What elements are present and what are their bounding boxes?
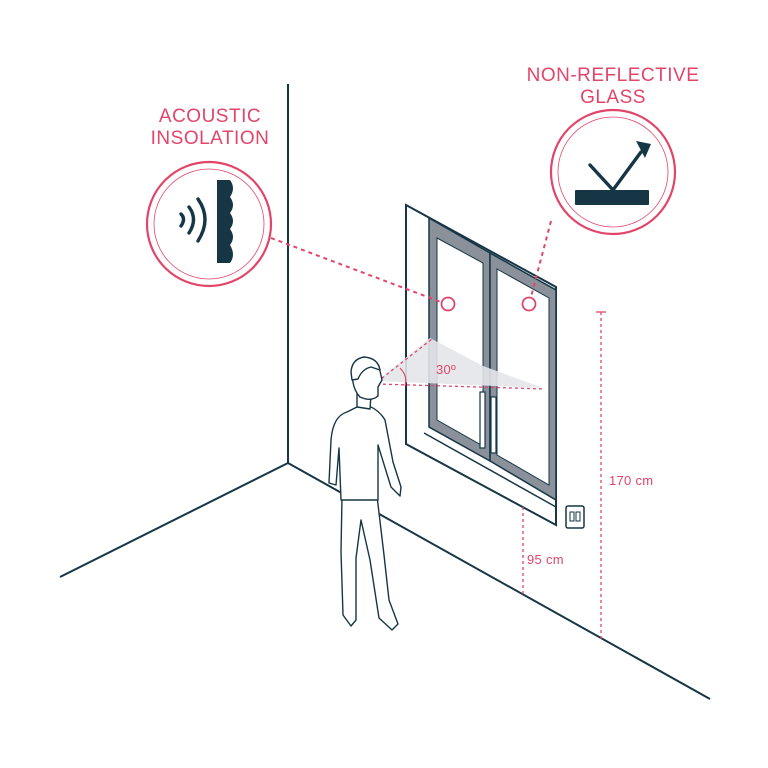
- acoustic-title-line1: ACOUSTIC: [158, 106, 262, 127]
- dimension-170: [596, 311, 606, 640]
- glass-title-line2: GLASS: [580, 87, 646, 108]
- right-door-handle: [490, 396, 497, 454]
- angle-label: 30º: [436, 362, 457, 377]
- person-hair: [350, 356, 381, 381]
- glass-title-line1: NON-REFLECTIVE: [526, 65, 700, 86]
- height-170-label: 170 cm: [609, 473, 654, 488]
- left-door-glass: [436, 237, 484, 447]
- wall-switch: [565, 505, 585, 529]
- height-95-label: 95 cm: [527, 552, 564, 567]
- acoustic-title: ACOUSTIC INSOLATION: [130, 106, 290, 150]
- acoustic-badge-outer: [145, 160, 273, 288]
- glass-badge-outer: [549, 108, 677, 236]
- person-torso: [328, 403, 402, 501]
- acoustic-title-line2: INSOLATION: [150, 128, 270, 149]
- person-figure: [328, 356, 402, 631]
- window-sill-line: [423, 432, 557, 508]
- sound-wave-panel-icon: [179, 180, 233, 263]
- acoustic-leader-line: [270, 237, 442, 303]
- angle-arc: [399, 367, 407, 387]
- right-door-glass: [496, 268, 550, 486]
- glass-badge-inner: [557, 116, 669, 228]
- view-angle-cone: [377, 338, 543, 388]
- acoustic-target-dot: [440, 296, 456, 312]
- reflection-arrow-icon: [575, 141, 651, 205]
- glass-target-dot: [521, 296, 537, 312]
- acoustic-badge-inner: [153, 168, 265, 280]
- glass-leader-line: [530, 220, 552, 298]
- floor-left-line: [59, 462, 289, 578]
- person-legs: [340, 495, 399, 631]
- left-door-handle: [479, 391, 486, 449]
- eye-level-line: [376, 383, 546, 390]
- glass-title: NON-REFLECTIVE GLASS: [503, 65, 723, 109]
